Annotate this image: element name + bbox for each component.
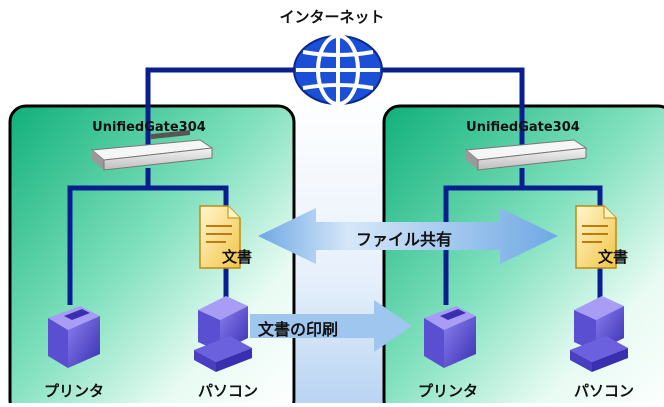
left-pc-icon (194, 296, 252, 372)
file-sharing-label: ファイル共有 (356, 230, 453, 249)
right-router-icon (464, 139, 588, 171)
left-document-label: 文書 (222, 248, 253, 266)
left-printer-cable (67, 168, 151, 305)
left-internet-cable (145, 67, 300, 150)
right-pc-label: パソコン (573, 382, 634, 400)
left-document-icon (199, 205, 241, 269)
right-router-label: UnifiedGate304 (466, 120, 580, 135)
left-pc-label: パソコン (197, 382, 258, 400)
globe-icon (293, 34, 383, 106)
print-label: 文書の印刷 (258, 320, 339, 339)
right-printer-icon (424, 306, 476, 368)
left-router-icon (90, 130, 214, 171)
right-document-icon (575, 205, 617, 269)
left-printer-label: プリンタ (43, 382, 104, 400)
right-pc-icon (570, 296, 628, 372)
print-arrow-icon (250, 300, 412, 352)
internet-label: インターネット (279, 8, 385, 26)
left-printer-icon (48, 306, 100, 368)
left-router-label: UnifiedGate304 (92, 120, 206, 135)
file-sharing-arrow-icon (258, 208, 558, 264)
right-document-label: 文書 (598, 248, 629, 266)
right-internet-cable (376, 67, 525, 150)
right-printer-label: プリンタ (417, 382, 478, 400)
